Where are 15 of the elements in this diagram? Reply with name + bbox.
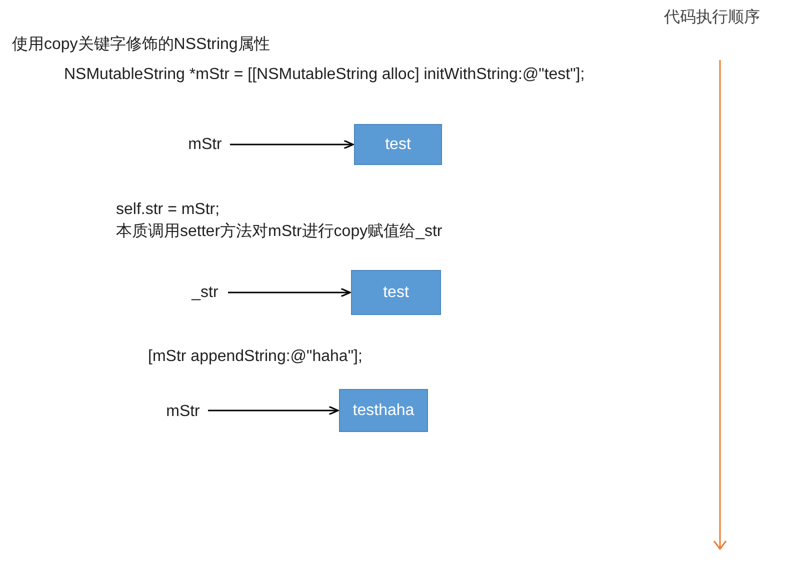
- arrow: [228, 288, 351, 298]
- code-line: NSMutableString *mStr = [[NSMutableString alloc] initWithString:@"test"];: [64, 65, 585, 85]
- code-line: [mStr appendString:@"haha"];: [148, 347, 362, 367]
- axis-label: 代码执行顺序: [664, 8, 760, 28]
- arrow: [230, 140, 354, 150]
- title: 使用copy关键字修饰的NSString属性: [12, 35, 270, 55]
- pointer-name: mStr: [188, 136, 222, 154]
- arrow: [208, 406, 339, 416]
- memory-box: test: [354, 124, 442, 165]
- pointer-name: _str: [192, 284, 218, 302]
- code-line: self.str = mStr;: [116, 200, 220, 220]
- memory-box: test: [351, 270, 441, 315]
- note-text: 本质调用setter方法对mStr进行copy赋值给_str: [116, 222, 442, 242]
- pointer-name: mStr: [166, 403, 200, 421]
- memory-box: testhaha: [339, 389, 428, 432]
